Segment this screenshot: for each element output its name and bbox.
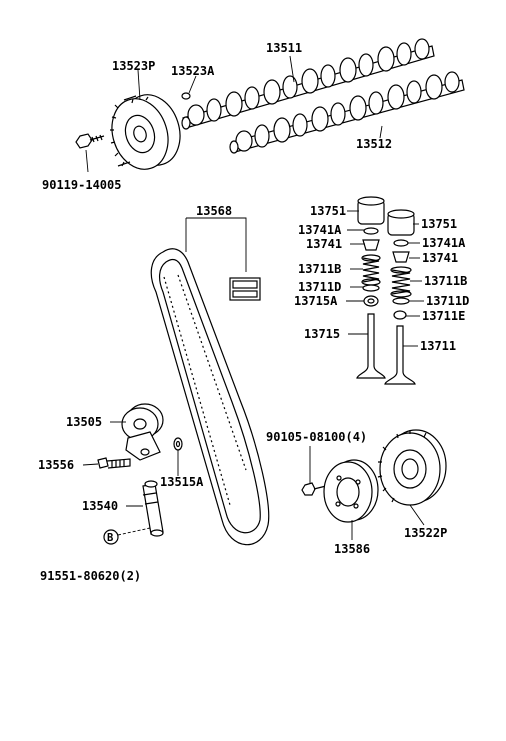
keeper-13741-left: [362, 239, 380, 251]
pulley-bolt-13556: [97, 457, 131, 469]
label-13511: 13511: [266, 41, 302, 55]
valve-lifter-13751-right: [387, 209, 415, 236]
label-13711D-left: 13711D: [298, 280, 341, 294]
label-13715A: 13715A: [294, 294, 338, 308]
label-13515A: 13515A: [160, 475, 204, 489]
camshaft-13512: [229, 71, 465, 154]
label-13751-right: 13751: [421, 217, 457, 231]
valve-spring-13711B-right: [390, 266, 412, 298]
label-91551-80620: 91551-80620(2): [40, 569, 141, 583]
label-90105-08100: 90105-08100(4): [266, 430, 367, 444]
camshaft-timing-pulley-13523P: [110, 94, 181, 170]
valve-lifter-13751-left: [357, 196, 385, 225]
shim-13741A-right: [393, 239, 409, 247]
timing-belt-tensioner-13540: [142, 480, 164, 537]
label-13512: 13512: [356, 137, 392, 151]
label-13711E: 13711E: [422, 309, 465, 323]
idler-pulley-13505: [121, 403, 164, 461]
label-13741-right: 13741: [422, 251, 458, 265]
pulley-bolt-90119-14005: [75, 133, 105, 149]
valve-stem-seal-13715A: [363, 295, 379, 307]
timing-belt-13568: [150, 248, 270, 546]
label-13741A-right: 13741A: [422, 236, 466, 250]
shim-13741A-left: [363, 227, 379, 235]
exhaust-valve-13711: [384, 325, 416, 385]
camshaft-13511: [181, 38, 435, 130]
valve-spring-13711B-left: [361, 254, 381, 286]
bolt-91551-80620: [103, 527, 151, 545]
marker-b: B: [107, 532, 113, 544]
spring-seat-13711D-left: [362, 284, 380, 292]
label-13741A-left: 13741A: [298, 223, 342, 237]
label-13568: 13568: [196, 204, 232, 218]
intake-valve-13715: [356, 313, 386, 379]
belt-label-tag: [229, 277, 261, 301]
stem-seal-13711E: [393, 310, 407, 320]
leader-lines: [82, 55, 425, 540]
timing-belt-guide-13586: [323, 459, 379, 523]
label-13711B-right: 13711B: [424, 274, 467, 288]
label-13523P: 13523P: [112, 59, 155, 73]
label-13711B-left: 13711B: [298, 262, 341, 276]
label-13711D-right: 13711D: [426, 294, 469, 308]
keeper-13741-right: [392, 251, 410, 263]
label-13711: 13711: [420, 339, 456, 353]
label-90119-14005: 90119-14005: [42, 178, 121, 192]
crankshaft-timing-pulley-13522P: [377, 429, 447, 506]
label-13751-left: 13751: [310, 204, 346, 218]
washer-13515A: [173, 437, 183, 451]
crank-pulley-bolt-90105-08100: [301, 482, 327, 496]
part-labels: 13511 13523P 13523A 90119-14005 13512 13…: [38, 41, 469, 583]
label-13586: 13586: [334, 542, 370, 556]
knock-pin-13523A: [181, 92, 191, 100]
spring-seat-13711D-right: [392, 297, 410, 305]
label-13505: 13505: [66, 415, 102, 429]
label-13556: 13556: [38, 458, 74, 472]
label-13715: 13715: [304, 327, 340, 341]
label-13523A: 13523A: [171, 64, 215, 78]
label-13522P: 13522P: [404, 526, 447, 540]
label-13741-left: 13741: [306, 237, 342, 251]
label-13540: 13540: [82, 499, 118, 513]
